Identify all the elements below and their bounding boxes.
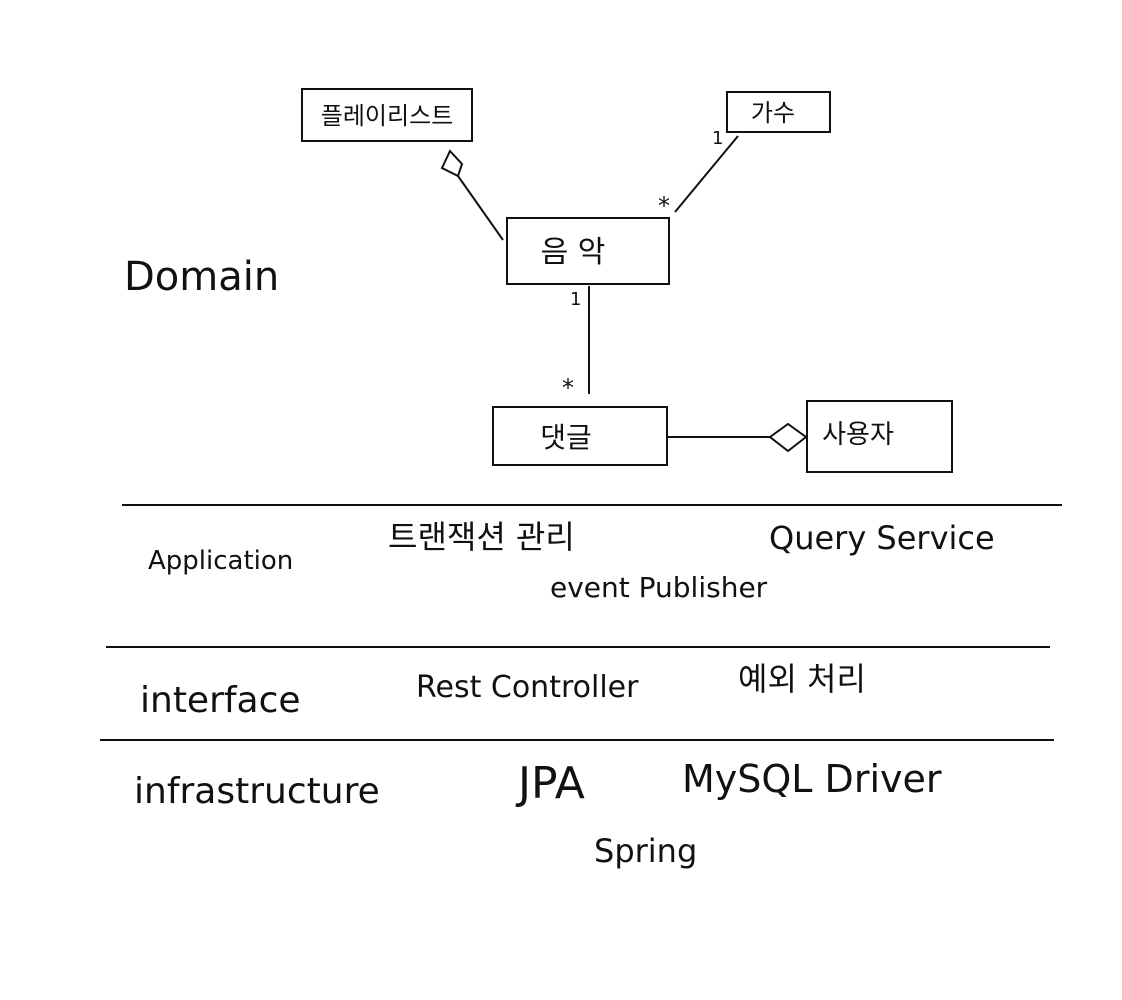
class-box-singer	[726, 91, 831, 133]
class-name-playlist: 플레이리스트	[321, 102, 453, 130]
aggregation-diamond-user	[768, 422, 808, 453]
layer-label-domain: Domain	[124, 254, 279, 300]
multiplicity-singer-end: 1	[712, 128, 723, 149]
application-item-query-service: Query Service	[769, 519, 995, 557]
association-playlist-music	[457, 175, 504, 241]
class-box-music	[506, 217, 670, 285]
application-item-transaction: 트랜잭션 관리	[388, 518, 575, 556]
class-name-music: 음 악	[541, 235, 606, 270]
class-name-singer: 가수	[751, 99, 795, 127]
class-name-user: 사용자	[822, 420, 894, 450]
layer-label-infrastructure: infrastructure	[134, 771, 380, 812]
class-box-user	[806, 400, 953, 473]
infrastructure-item-jpa: JPA	[515, 758, 585, 809]
aggregation-diamond-playlist	[440, 149, 464, 178]
infrastructure-item-mysql-driver: MySQL Driver	[682, 757, 942, 801]
interface-item-exception-handling: 예외 처리	[738, 660, 866, 698]
interface-item-rest-controller: Rest Controller	[416, 670, 639, 705]
class-box-playlist	[301, 88, 473, 142]
multiplicity-music-comment-end: 1	[570, 289, 581, 310]
class-name-comment: 댓글	[540, 421, 592, 454]
association-singer-music	[674, 135, 739, 213]
multiplicity-comment-end: *	[562, 374, 574, 402]
application-item-event-publisher: event Publisher	[550, 571, 768, 604]
infrastructure-item-spring: Spring	[594, 832, 697, 870]
multiplicity-music-singer-end: *	[658, 192, 670, 220]
layer-label-interface: interface	[140, 680, 301, 721]
layer-label-application: Application	[148, 546, 293, 576]
